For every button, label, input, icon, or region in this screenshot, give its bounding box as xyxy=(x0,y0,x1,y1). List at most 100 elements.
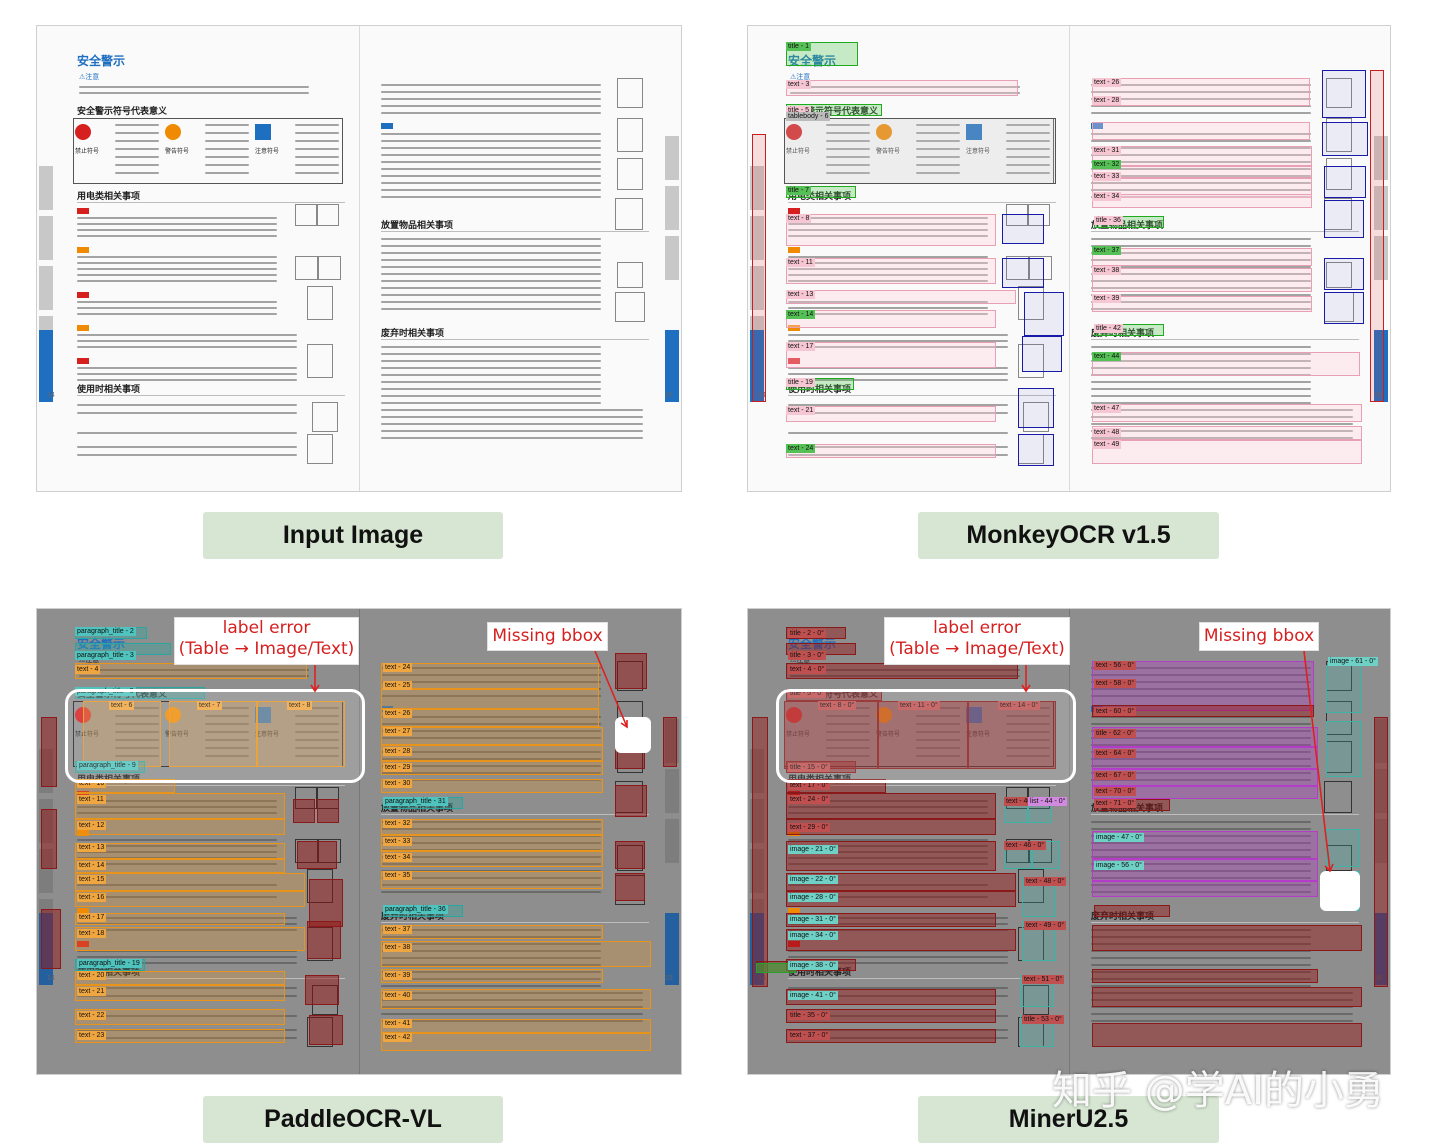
detection-box xyxy=(169,701,257,767)
divider xyxy=(1091,231,1359,232)
warning-icon xyxy=(876,707,892,723)
page-number: 14 xyxy=(47,975,55,982)
figure-box xyxy=(1322,122,1368,156)
page-number: 15 xyxy=(1374,392,1382,399)
box-label: text - 29 xyxy=(383,763,413,772)
box-label: text - 32 xyxy=(383,819,413,828)
side-tab xyxy=(1374,136,1388,180)
text-line xyxy=(788,307,988,309)
text-line xyxy=(788,412,1008,414)
side-tab xyxy=(665,186,679,230)
monkeyocr-panel: 安全警示⚠注意安全警示符号代表意义禁止符号警告符号注意符号用电类相关事项使用时相… xyxy=(747,25,1391,492)
box-label: text - 26 xyxy=(383,709,413,718)
text-line xyxy=(77,367,297,369)
detection-box xyxy=(1092,925,1362,951)
text-line xyxy=(788,223,988,225)
illustration xyxy=(312,402,338,432)
text-line xyxy=(381,992,643,994)
text-line xyxy=(115,140,159,142)
box-label: text - 22 xyxy=(77,1011,107,1020)
figure-box xyxy=(1322,70,1366,118)
text-line xyxy=(381,367,601,369)
detection-box xyxy=(1092,1023,1362,1047)
text-line xyxy=(77,223,277,225)
box-label: text - 17 xyxy=(786,342,816,351)
box-label: text - 33 xyxy=(1092,172,1122,181)
divider xyxy=(1091,922,1359,923)
box-label: image - 61 - 0° xyxy=(1328,657,1378,666)
side-tab xyxy=(1374,819,1388,863)
box-label: text - 40 xyxy=(383,991,413,1000)
box-label: text - 37 - 0° xyxy=(788,1031,831,1040)
detection-box xyxy=(1092,146,1312,166)
box-label: text - 24 xyxy=(383,663,413,672)
text-line xyxy=(916,140,960,142)
text-line xyxy=(826,723,870,725)
text-line xyxy=(295,755,339,757)
text-line xyxy=(381,430,643,432)
text-line xyxy=(115,755,159,757)
text-line xyxy=(788,956,1008,958)
text-line xyxy=(1006,755,1050,757)
divider xyxy=(788,395,1056,396)
detection-box xyxy=(75,1009,285,1025)
text-line xyxy=(381,175,601,177)
box-label: text - 4 - 0° xyxy=(788,665,827,674)
text-line xyxy=(115,739,159,741)
figure-box xyxy=(1022,336,1062,372)
text-line xyxy=(826,731,870,733)
text-line xyxy=(1091,985,1311,987)
detection-box xyxy=(1092,78,1310,106)
detection-box xyxy=(381,835,603,851)
text-line xyxy=(916,723,960,725)
text-line xyxy=(381,891,601,893)
text-line xyxy=(77,1029,297,1031)
text-line xyxy=(788,446,1008,448)
box-label: title - 7 xyxy=(786,186,812,195)
text-line xyxy=(826,164,870,166)
annotation-arrows xyxy=(1021,650,1334,873)
symbol-table xyxy=(73,118,343,184)
text-line xyxy=(295,124,339,126)
text-line xyxy=(1091,856,1311,858)
detection-box xyxy=(786,80,1018,96)
box-label: title - 35 - 0° xyxy=(788,1011,830,1020)
detection-box xyxy=(786,342,996,368)
badge-icon xyxy=(788,208,800,214)
text-line xyxy=(77,412,297,414)
detection-box xyxy=(381,761,603,775)
text-line xyxy=(1091,360,1311,362)
text-line xyxy=(77,313,277,315)
text-line xyxy=(1091,161,1311,163)
detection-box xyxy=(786,873,1016,891)
box-label: text - 40 - 0° xyxy=(1004,797,1047,806)
text-line xyxy=(77,950,297,952)
text-line xyxy=(1091,751,1311,753)
box-label: text - 37 xyxy=(383,925,413,934)
detection-box xyxy=(1092,859,1318,881)
text-line xyxy=(381,353,601,355)
detection-box xyxy=(1092,268,1312,292)
badge-icon xyxy=(381,123,393,129)
figure-box xyxy=(1324,166,1366,198)
badge-icon xyxy=(788,358,800,364)
text-line xyxy=(295,747,339,749)
text-line xyxy=(381,266,601,268)
detection-box xyxy=(1092,122,1310,140)
detection-box xyxy=(786,929,1016,951)
page-divider xyxy=(1069,26,1070,491)
detection-box xyxy=(786,913,996,927)
watermark: 知乎 @学AI的小勇 xyxy=(1052,1068,1384,1114)
detection-box xyxy=(1092,440,1362,464)
text-line xyxy=(77,307,277,309)
figure-box xyxy=(309,1015,343,1045)
text-line xyxy=(381,196,601,198)
text-line xyxy=(77,262,277,264)
text-line xyxy=(916,148,960,150)
box-label: image - 47 - 0° xyxy=(1094,833,1144,842)
box-label: text - 12 xyxy=(77,821,107,830)
text-line xyxy=(1091,758,1311,760)
text-line xyxy=(1091,1020,1353,1022)
text-line xyxy=(77,806,277,808)
badge-icon xyxy=(77,358,89,364)
